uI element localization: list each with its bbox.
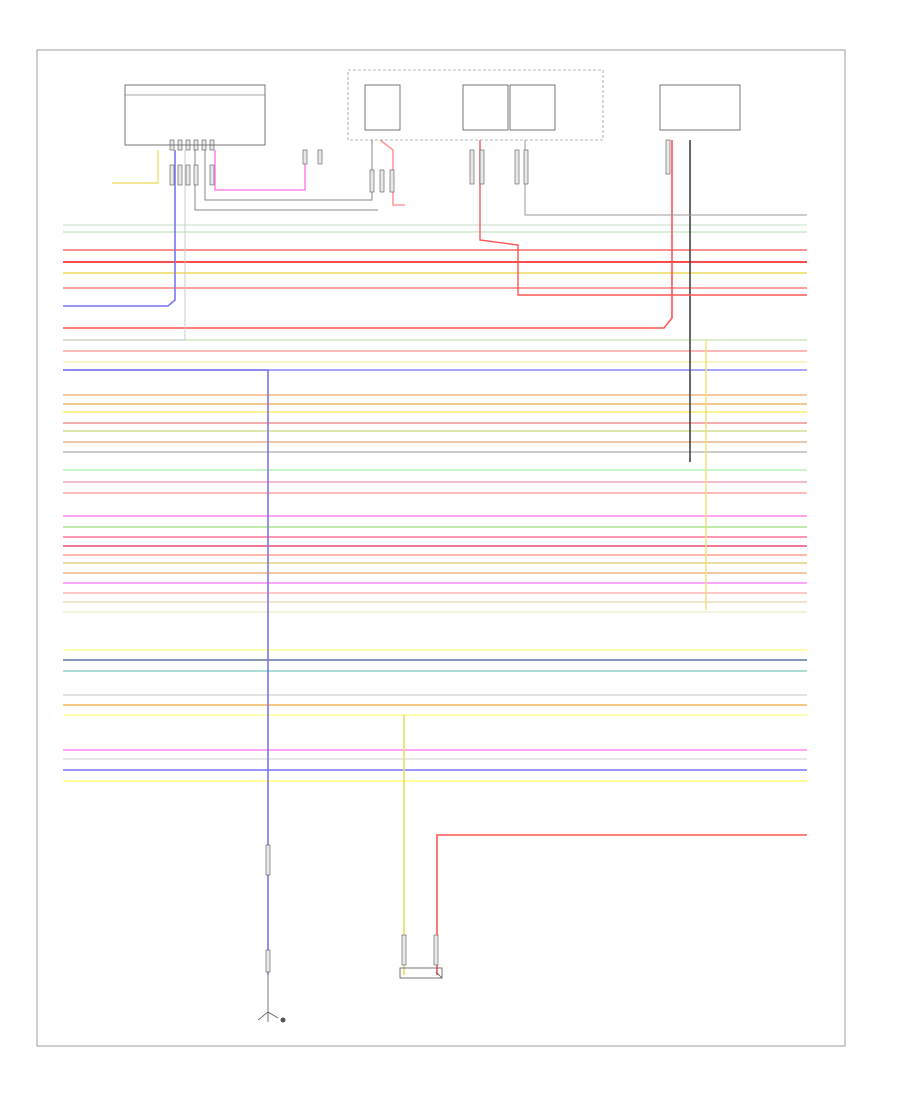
fuse-box-c	[509, 84, 556, 131]
ground-icon	[280, 1017, 286, 1023]
wire-grey-module-c	[63, 150, 186, 341]
fuse-block-frame	[347, 69, 604, 141]
switch-symbol	[257, 1011, 279, 1021]
routed-wires	[63, 139, 807, 975]
relay-box	[659, 84, 741, 131]
wire-pink-module	[214, 150, 306, 191]
control-module-box	[124, 84, 266, 146]
fuse-box-a	[364, 84, 401, 131]
components	[124, 69, 741, 1023]
wire-red-fuse-a	[479, 140, 807, 296]
wire-grey-module-b	[194, 150, 378, 211]
wire-grey-module-a	[204, 140, 373, 201]
wire-red-module-right	[63, 140, 673, 329]
wire-blue-module	[63, 150, 176, 307]
sensor-box-bottom	[399, 967, 443, 979]
wire-red-bottom	[436, 834, 807, 975]
diagram-frame	[36, 49, 846, 1047]
fuse-box-b	[462, 84, 509, 131]
horizontal-wires	[63, 224, 807, 782]
wire-blue-vertical	[63, 369, 269, 975]
connector-pins	[169, 139, 671, 973]
wire-yellow-module	[112, 150, 159, 184]
